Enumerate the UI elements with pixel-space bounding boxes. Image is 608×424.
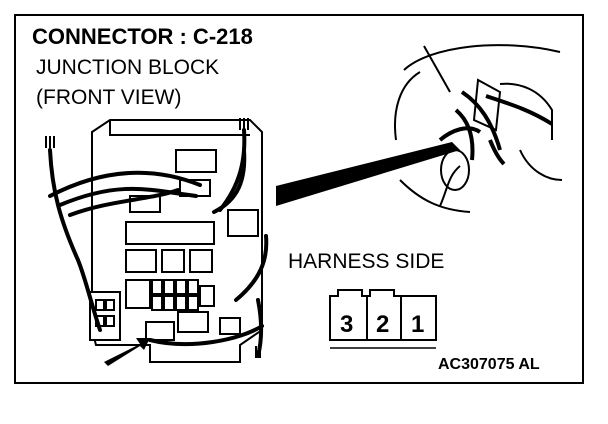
pin-2-label: 2 — [376, 311, 389, 338]
vehicle-dashboard-view — [394, 44, 563, 213]
component-name: JUNCTION BLOCK — [36, 56, 220, 79]
connector-title: CONNECTOR : C-218 — [32, 24, 253, 49]
pin-3-label: 3 — [340, 311, 353, 338]
harness-side-label: HARNESS SIDE — [288, 250, 445, 273]
location-arrow — [104, 338, 150, 366]
pin-1-label: 1 — [411, 311, 424, 338]
vehicle-harness — [438, 90, 554, 166]
view-label: (FRONT VIEW) — [36, 86, 182, 109]
reference-code: AC307075 AL — [438, 356, 540, 373]
harness-side-connector: 3 2 1 — [329, 289, 437, 349]
junction-block — [89, 119, 263, 363]
callout-wedge — [276, 142, 460, 206]
harness-wires — [48, 128, 269, 358]
wire-ends — [45, 118, 261, 358]
